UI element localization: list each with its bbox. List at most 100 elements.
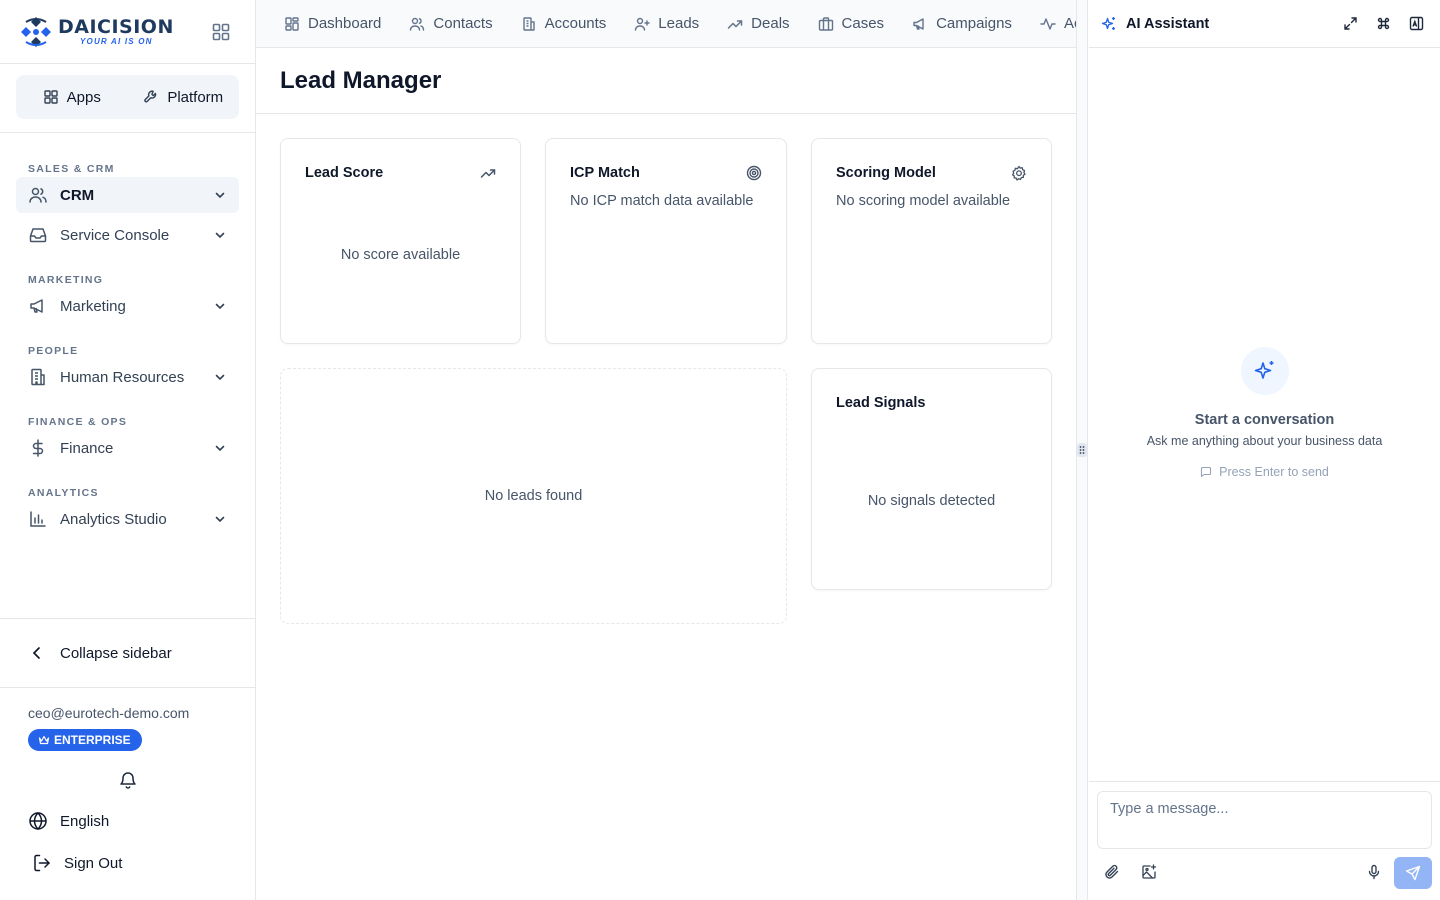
tab-label: Cases bbox=[841, 15, 885, 32]
grid-icon[interactable] bbox=[211, 22, 231, 42]
globe-icon bbox=[29, 811, 47, 831]
dollar-icon bbox=[32, 439, 44, 457]
chevron-down-icon bbox=[215, 516, 225, 523]
command-icon[interactable] bbox=[1376, 16, 1391, 31]
sidebar-item-finance[interactable]: Finance bbox=[16, 430, 239, 466]
paperclip-icon[interactable] bbox=[1104, 864, 1120, 880]
panel-dock-icon[interactable] bbox=[1409, 16, 1424, 31]
tab-label: Dashboard bbox=[308, 15, 382, 32]
platform-button[interactable]: Platform bbox=[128, 75, 240, 119]
building-icon bbox=[522, 16, 535, 31]
chevron-down-icon bbox=[215, 303, 225, 310]
sidebar-item-label: Finance bbox=[60, 439, 114, 457]
sidebar-item-marketing[interactable]: Marketing bbox=[16, 288, 239, 324]
sidebar-item-analytics-studio[interactable]: Analytics Studio bbox=[16, 501, 239, 537]
collapse-sidebar-button[interactable]: Collapse sidebar bbox=[0, 618, 255, 688]
notifications-bell-icon[interactable] bbox=[118, 770, 138, 790]
chevron-down-icon bbox=[215, 232, 225, 239]
send-button[interactable] bbox=[1394, 857, 1432, 889]
ai-composer bbox=[1089, 781, 1440, 900]
tab-label: Deals bbox=[751, 15, 790, 32]
resize-handle[interactable] bbox=[1077, 443, 1087, 457]
image-plus-icon[interactable] bbox=[1141, 864, 1157, 880]
tab-activities[interactable]: Activities bbox=[1040, 15, 1076, 32]
card-title: Lead Signals bbox=[836, 395, 926, 411]
chevron-left-icon bbox=[32, 647, 40, 659]
inbox-icon bbox=[29, 228, 47, 243]
sidebar-item-human-resources[interactable]: Human Resources bbox=[16, 359, 239, 395]
grip-icon bbox=[1079, 446, 1085, 454]
ai-send-hint-label: Press Enter to send bbox=[1219, 465, 1329, 479]
icp-match-card: ICP Match No ICP match data available bbox=[545, 138, 787, 344]
empty-state: No leads found bbox=[484, 488, 583, 504]
sign-out-button[interactable]: Sign Out bbox=[32, 853, 122, 873]
page-title: Lead Manager bbox=[280, 66, 442, 94]
settings-gear-icon[interactable] bbox=[1011, 165, 1027, 181]
chevron-down-icon bbox=[215, 192, 225, 199]
scoring-model-card: Scoring Model No scoring model available bbox=[811, 138, 1052, 344]
tab-cases[interactable]: Cases bbox=[818, 15, 885, 32]
apps-label: Apps bbox=[66, 88, 101, 106]
module-tabs: Dashboard Contacts Accounts Leads Deals … bbox=[256, 0, 1076, 48]
briefcase-icon bbox=[818, 16, 833, 31]
tab-contacts[interactable]: Contacts bbox=[409, 15, 493, 32]
nav-section-title: ANALYTICS bbox=[28, 487, 99, 499]
platform-label: Platform bbox=[167, 88, 224, 106]
chevron-down-icon bbox=[215, 374, 225, 381]
send-icon bbox=[1405, 865, 1421, 881]
tab-accounts[interactable]: Accounts bbox=[521, 15, 606, 32]
sidebar-item-label: Marketing bbox=[60, 297, 126, 315]
sidebar-nav: SALES & CRM CRM Service Console MARKETIN… bbox=[0, 133, 255, 537]
page-header: Lead Manager bbox=[256, 48, 1076, 114]
collapse-sidebar-label: Collapse sidebar bbox=[60, 644, 172, 662]
brand-logo[interactable] bbox=[18, 14, 54, 50]
target-icon bbox=[746, 165, 762, 181]
ai-empty-state: Start a conversation Ask me anything abo… bbox=[1089, 347, 1440, 479]
users-icon bbox=[29, 187, 47, 203]
sign-out-label: Sign Out bbox=[64, 854, 123, 872]
apps-button[interactable]: Apps bbox=[16, 75, 128, 119]
building-icon bbox=[31, 368, 45, 386]
megaphone-icon bbox=[913, 17, 924, 30]
app-platform-switcher: Apps Platform bbox=[16, 75, 239, 119]
bar-chart-icon bbox=[30, 511, 46, 527]
tab-campaigns[interactable]: Campaigns bbox=[912, 15, 1012, 32]
lead-score-card: Lead Score No score available bbox=[280, 138, 521, 344]
nav-section-title: MARKETING bbox=[28, 274, 104, 286]
sparkles-icon bbox=[1240, 347, 1289, 395]
sidebar: DAICISION YOUR AI IS ON Apps bbox=[0, 0, 256, 900]
crown-icon bbox=[38, 735, 50, 745]
sidebar-item-label: Analytics Studio bbox=[60, 510, 167, 528]
sidebar-item-crm[interactable]: CRM bbox=[16, 177, 239, 213]
chevron-down-icon bbox=[215, 445, 225, 452]
empty-state: No signals detected bbox=[867, 493, 996, 509]
message-input[interactable] bbox=[1097, 791, 1432, 849]
ai-empty-subtitle: Ask me anything about your business data bbox=[1146, 434, 1383, 448]
tab-label: Activities bbox=[1063, 15, 1076, 32]
ai-panel-header: AI Assistant bbox=[1089, 0, 1440, 48]
microphone-icon[interactable] bbox=[1366, 864, 1382, 880]
expand-icon[interactable] bbox=[1343, 16, 1358, 31]
tab-dashboard[interactable]: Dashboard bbox=[284, 15, 381, 32]
ai-empty-title: Start a conversation bbox=[1194, 412, 1335, 428]
megaphone-icon bbox=[30, 299, 43, 313]
sparkles-icon bbox=[1101, 16, 1115, 30]
message-square-icon bbox=[1201, 466, 1212, 478]
plan-badge: ENTERPRISE bbox=[28, 729, 142, 751]
tab-deals[interactable]: Deals bbox=[727, 15, 790, 32]
main-content: Dashboard Contacts Accounts Leads Deals … bbox=[256, 0, 1076, 900]
brand-tagline: YOUR AI IS ON bbox=[80, 36, 153, 46]
users-icon bbox=[410, 17, 425, 31]
language-selector[interactable]: English bbox=[28, 811, 109, 831]
wrench-icon bbox=[144, 90, 157, 103]
tab-leads[interactable]: Leads bbox=[634, 15, 699, 32]
card-title: ICP Match bbox=[570, 165, 640, 181]
brand-name: DAICISION bbox=[58, 15, 174, 38]
empty-state: No scoring model available bbox=[836, 193, 1011, 209]
sidebar-item-service-console[interactable]: Service Console bbox=[16, 217, 239, 253]
sidebar-item-label: Human Resources bbox=[60, 368, 185, 386]
leads-list-card: No leads found bbox=[280, 368, 787, 624]
sidebar-item-label: Service Console bbox=[60, 226, 170, 244]
log-out-icon bbox=[34, 854, 50, 872]
card-title: Lead Score bbox=[305, 165, 384, 181]
